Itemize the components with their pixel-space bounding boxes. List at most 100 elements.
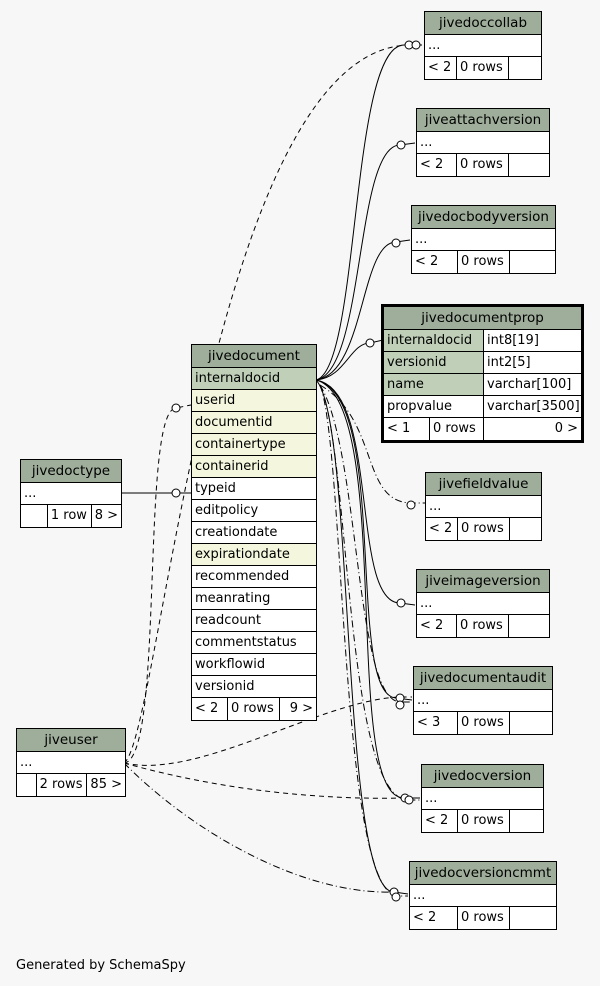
table-columns-ellipsis: ... (17, 752, 125, 774)
parents-count: < 3 (414, 712, 458, 734)
edge-end-circle (404, 795, 414, 805)
edge-doc-attach (315, 142, 416, 381)
table-columns-ellipsis: ... (414, 690, 552, 712)
table-header: jivefieldvalue (426, 473, 541, 496)
column-commentstatus: commentstatus (192, 632, 316, 654)
row-count: 1 row (48, 505, 92, 527)
column-internaldocid: internaldocid (192, 368, 316, 390)
table-header: jivedocumentprop (384, 307, 581, 330)
column-name: internaldocid (384, 330, 484, 351)
row-count: 2 rows (37, 774, 88, 796)
edge-doc-docversion-2 (319, 384, 420, 801)
parents-count: < 2 (426, 518, 458, 540)
edge-doc-bodyver (315, 239, 411, 381)
edge-end-circle (406, 500, 416, 510)
table-footer: < 2 0 rows (425, 57, 541, 79)
parents-count: < 2 (422, 810, 458, 832)
edge-doc-cmmt-2 (319, 384, 408, 897)
children-count: 85 > (90, 777, 122, 792)
table-jivedocumentaudit[interactable]: jivedocumentaudit ... < 3 0 rows (413, 666, 553, 735)
table-header: jivedocumentaudit (414, 667, 552, 690)
table-footer: < 3 0 rows (414, 712, 552, 734)
table-footer: < 2 0 rows (417, 615, 549, 637)
children-count (509, 154, 549, 176)
column-name: propvalue (384, 396, 484, 417)
table-header: jivedoccollab (425, 12, 541, 35)
table-jivedocversion[interactable]: jivedocversion ... < 2 0 rows (421, 764, 544, 833)
parents-count: < 2 (192, 698, 228, 720)
column-meanrating: meanrating (192, 588, 316, 610)
table-header: jivedoctype (21, 460, 121, 483)
table-columns-ellipsis: ... (426, 496, 541, 518)
edge-doc-collab (315, 44, 422, 381)
table-header: jiveimageversion (417, 570, 549, 593)
column-workflowid: workflowid (192, 654, 316, 676)
table-footer: 1 row 8 > (21, 505, 121, 527)
table-footer: < 2 0 rows (422, 810, 543, 832)
column-row-name: name varchar[100] (384, 374, 581, 396)
column-typeid: typeid (192, 478, 316, 500)
children-count (510, 251, 555, 273)
children-count: 0 > (554, 421, 578, 436)
table-columns-ellipsis: ... (410, 885, 556, 907)
column-type: varchar[100] (484, 374, 581, 395)
table-footer: < 1 0 rows 0 > (384, 418, 581, 440)
parents-count: < 1 (384, 418, 430, 440)
generated-by-label: Generated by SchemaSpy (16, 958, 186, 973)
edge-end-circle (411, 40, 421, 50)
table-header: jiveuser (17, 729, 125, 752)
edge-doc-audit-2 (319, 384, 412, 703)
table-jivedocversioncmmt[interactable]: jivedocversioncmmt ... < 2 0 rows (409, 861, 557, 930)
table-columns-ellipsis: ... (412, 229, 555, 251)
column-type: int8[19] (484, 330, 581, 351)
children-count (509, 615, 549, 637)
row-count: 0 rows (228, 698, 280, 720)
table-jivedoccollab[interactable]: jivedoccollab ... < 2 0 rows (424, 11, 542, 80)
table-jivedoctype[interactable]: jivedoctype ... 1 row 8 > (20, 459, 122, 528)
edge-end-circle (391, 238, 401, 248)
column-name: versionid (384, 352, 484, 373)
column-row-internaldocid: internaldocid int8[19] (384, 330, 581, 352)
edge-end-circle (396, 598, 406, 608)
edge-doc-fieldvalue (319, 384, 425, 504)
edge-doc-audit (315, 379, 413, 701)
table-columns-ellipsis: ... (21, 483, 121, 505)
table-jiveattachversion[interactable]: jiveattachversion ... < 2 0 rows (416, 108, 550, 177)
children-count: 9 > (289, 701, 313, 716)
row-count: 0 rows (458, 712, 510, 734)
parents-count: < 2 (417, 154, 457, 176)
table-footer: 2 rows 85 > (17, 774, 125, 796)
table-jivedocument[interactable]: jivedocument internaldocid userid docume… (191, 344, 317, 721)
column-type: int2[5] (484, 352, 581, 373)
column-recommended: recommended (192, 566, 316, 588)
column-editpolicy: editpolicy (192, 500, 316, 522)
row-count: 0 rows (457, 154, 509, 176)
table-jiveuser[interactable]: jiveuser ... 2 rows 85 > (16, 728, 126, 797)
children-count (510, 810, 543, 832)
parents-count (21, 505, 48, 527)
edge-end-circle (395, 700, 405, 710)
column-containertype: containertype (192, 434, 316, 456)
parents-count: < 2 (425, 57, 457, 79)
table-jiveimageversion[interactable]: jiveimageversion ... < 2 0 rows (416, 569, 550, 638)
table-jivedocbodyversion[interactable]: jivedocbodyversion ... < 2 0 rows (411, 205, 556, 274)
table-footer: < 2 0 rows (412, 251, 555, 273)
column-versionid: versionid (192, 676, 316, 698)
column-type: varchar[3500] (487, 399, 580, 414)
row-count: 0 rows (430, 418, 484, 440)
table-columns-ellipsis: ... (422, 788, 543, 810)
parents-count: < 2 (410, 907, 458, 929)
edge-user-docversion (123, 762, 405, 799)
row-count: 0 rows (458, 518, 510, 540)
table-columns-ellipsis: ... (425, 35, 541, 57)
edge-user-userid (123, 404, 192, 764)
edge-doc-imagever (315, 379, 416, 606)
table-jivedocumentprop[interactable]: jivedocumentprop internaldocid int8[19] … (381, 304, 584, 443)
table-jivefieldvalue[interactable]: jivefieldvalue ... < 2 0 rows (425, 472, 542, 541)
column-expirationdate: expirationdate (192, 544, 316, 566)
table-footer: < 2 0 rows (410, 907, 556, 929)
column-name: name (384, 374, 484, 395)
parents-count: < 2 (417, 615, 457, 637)
column-containerid: containerid (192, 456, 316, 478)
parents-count (17, 774, 37, 796)
